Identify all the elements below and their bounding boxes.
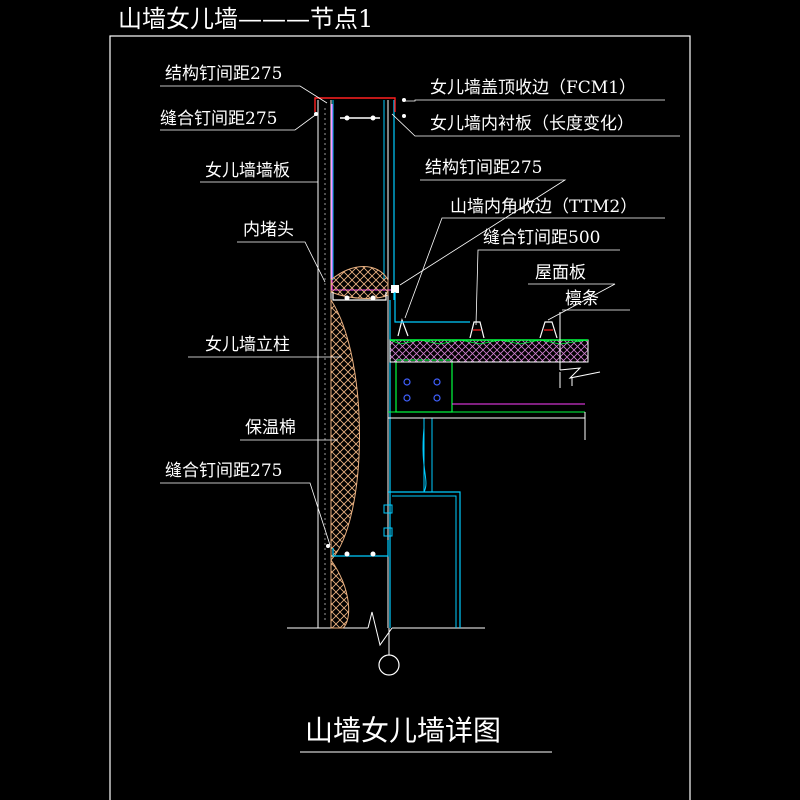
footer-title: 山墙女儿墙详图	[305, 714, 501, 747]
grid-axis-circle	[378, 654, 400, 676]
label-struct-nail-275-top: 结构钉间距275	[165, 64, 282, 84]
label-seam-nail-500: 缝合钉间距500	[483, 228, 600, 248]
callouts	[160, 85, 680, 546]
label-seam-nail-275-bottom: 缝合钉间距275	[165, 461, 282, 481]
label-parapet-panel: 女儿墙墙板	[205, 161, 290, 181]
label-parapet-cap: 女儿墙盖顶收边（FCM1）	[430, 78, 636, 98]
inner-plug-insulation	[330, 266, 389, 299]
header-title: 山墙女儿墙———节点1	[118, 5, 373, 33]
cap-flashing	[314, 97, 396, 112]
label-purlin: 檩条	[565, 289, 599, 309]
insulation-wool	[330, 298, 360, 562]
inner-corner-flashing	[394, 292, 470, 323]
roof-beam-bracket	[395, 359, 453, 413]
label-seam-nail-275-top: 缝合钉间距275	[160, 109, 277, 129]
label-parapet-liner: 女儿墙内衬板（长度变化）	[430, 114, 634, 134]
girt-bottom	[332, 540, 389, 557]
drawing-frame	[109, 35, 691, 800]
break-symbol	[367, 611, 393, 647]
label-gable-inner-corner: 山墙内角收边（TTM2）	[450, 197, 637, 217]
label-inner-plug: 内堵头	[243, 220, 294, 240]
label-insulation: 保温棉	[245, 418, 296, 438]
steel-column	[388, 491, 461, 628]
roof-rib	[539, 321, 558, 339]
label-parapet-column: 女儿墙立柱	[205, 335, 290, 355]
label-roof-panel: 屋面板	[535, 263, 586, 283]
label-struct-nail-275-right: 结构钉间距275	[425, 158, 542, 178]
